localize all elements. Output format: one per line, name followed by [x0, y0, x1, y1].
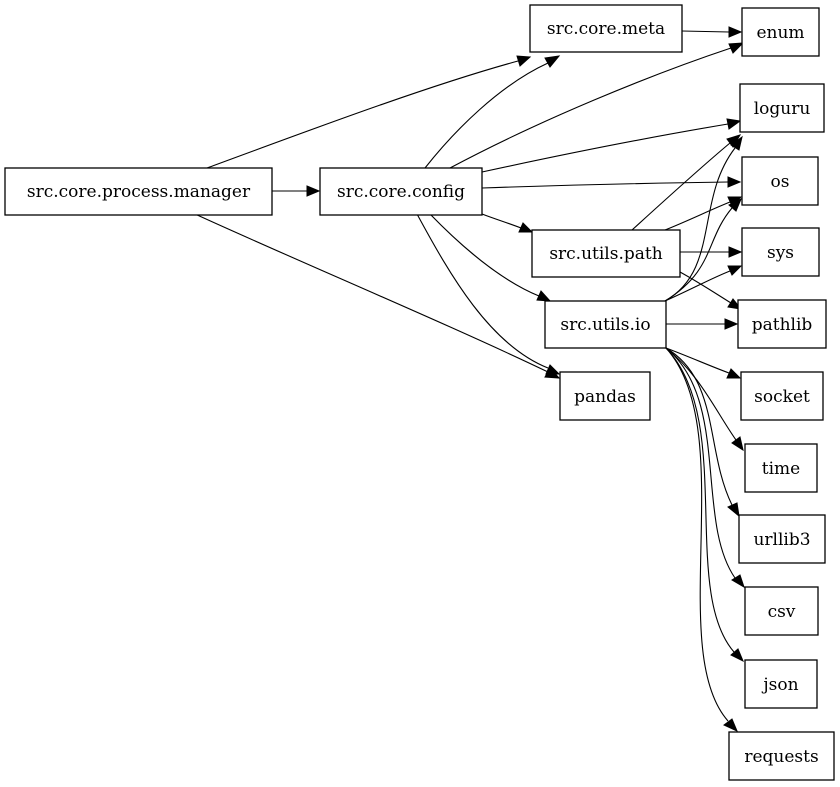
node-label: src.utils.io [560, 315, 650, 335]
node-label: loguru [754, 99, 811, 119]
node-src-core-process-manager[interactable]: src.core.process.manager [4, 167, 273, 216]
node-sys[interactable]: sys [741, 227, 820, 277]
edge-io-requests [665, 347, 738, 732]
edge-manager-meta [206, 55, 532, 169]
edge-io-urllib3 [665, 347, 740, 518]
edge-config-meta [424, 55, 561, 169]
node-src-utils-path[interactable]: src.utils.path [531, 229, 681, 278]
node-urllib3[interactable]: urllib3 [738, 514, 826, 564]
edge-config-path [481, 213, 534, 233]
edge-path-pathlib [679, 271, 743, 310]
edge-config-io [429, 213, 552, 302]
node-json[interactable]: json [744, 659, 818, 709]
node-pandas[interactable]: pandas [559, 371, 651, 421]
edge-io-json [665, 347, 744, 663]
node-label: time [762, 459, 800, 479]
node-src-core-config[interactable]: src.core.config [319, 167, 483, 216]
edge-path-os [664, 196, 743, 231]
edge-manager-config [272, 185, 321, 197]
node-label: csv [768, 602, 796, 622]
edge-path-sys [680, 246, 743, 258]
node-label: os [771, 172, 790, 192]
edge-meta-enum [681, 26, 743, 38]
node-os[interactable]: os [741, 156, 819, 206]
edge-io-sys [664, 265, 743, 302]
edge-config-os [481, 176, 742, 189]
node-label: src.utils.path [549, 244, 662, 264]
node-csv[interactable]: csv [744, 586, 819, 636]
node-label: pathlib [752, 315, 813, 335]
node-time[interactable]: time [744, 443, 818, 493]
node-socket[interactable]: socket [740, 371, 824, 421]
node-label: pandas [574, 387, 636, 407]
node-src-core-meta[interactable]: src.core.meta [529, 4, 683, 53]
edge-io-csv [665, 347, 745, 589]
node-enum[interactable]: enum [741, 7, 820, 57]
node-label: requests [744, 747, 818, 767]
node-label: urllib3 [753, 530, 810, 550]
edge-io-pathlib [666, 318, 739, 330]
node-loguru[interactable]: loguru [739, 83, 825, 133]
node-label: src.core.process.manager [27, 182, 251, 202]
node-label: json [761, 675, 798, 695]
edge-config-enum [449, 42, 745, 169]
edge-io-loguru [664, 135, 743, 302]
node-label: socket [754, 387, 810, 407]
node-label: src.core.config [337, 182, 465, 202]
node-src-utils-io[interactable]: src.utils.io [544, 300, 667, 349]
node-requests[interactable]: requests [728, 731, 835, 781]
node-label: sys [767, 243, 794, 263]
node-label: src.core.meta [547, 19, 665, 39]
edge-manager-pandas [194, 213, 561, 379]
edge-io-socket [665, 347, 742, 379]
edge-io-os [664, 197, 742, 302]
node-pathlib[interactable]: pathlib [737, 299, 827, 349]
edge-config-loguru [481, 118, 742, 173]
node-label: enum [756, 23, 804, 43]
edge-io-time [665, 347, 744, 452]
edge-config-pandas [416, 213, 561, 375]
